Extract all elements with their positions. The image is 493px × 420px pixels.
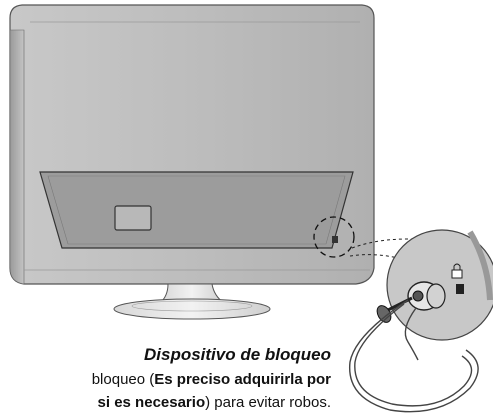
- caption-title: Dispositivo de bloqueo: [143, 345, 331, 364]
- slot-highlight-circle: [313, 216, 355, 258]
- caption-line-1-start: bloqueo (: [91, 371, 155, 388]
- caption-line-1: bloqueo (Es preciso adquirirla por: [92, 371, 331, 388]
- kensington-slot: [332, 236, 338, 243]
- padlock-icon: [451, 263, 463, 279]
- security-cable: [349, 299, 479, 413]
- caption-line-2-end: ) para evitar robos.: [205, 394, 331, 411]
- cable-lock-head: [407, 281, 446, 311]
- zoom-detail: [376, 229, 493, 341]
- caption-line-2: si es necesario) para evitar robos.: [98, 394, 331, 411]
- caption-line-2-bold: si es necesario: [97, 394, 206, 411]
- callout-lines: [349, 238, 433, 271]
- rear-port-opening: [114, 205, 152, 231]
- tv-stand: [113, 283, 271, 320]
- caption-line-1-bold: Es preciso adquirirla por: [154, 371, 331, 388]
- rear-cover-panel: [39, 171, 354, 249]
- zoomed-slot: [456, 284, 464, 294]
